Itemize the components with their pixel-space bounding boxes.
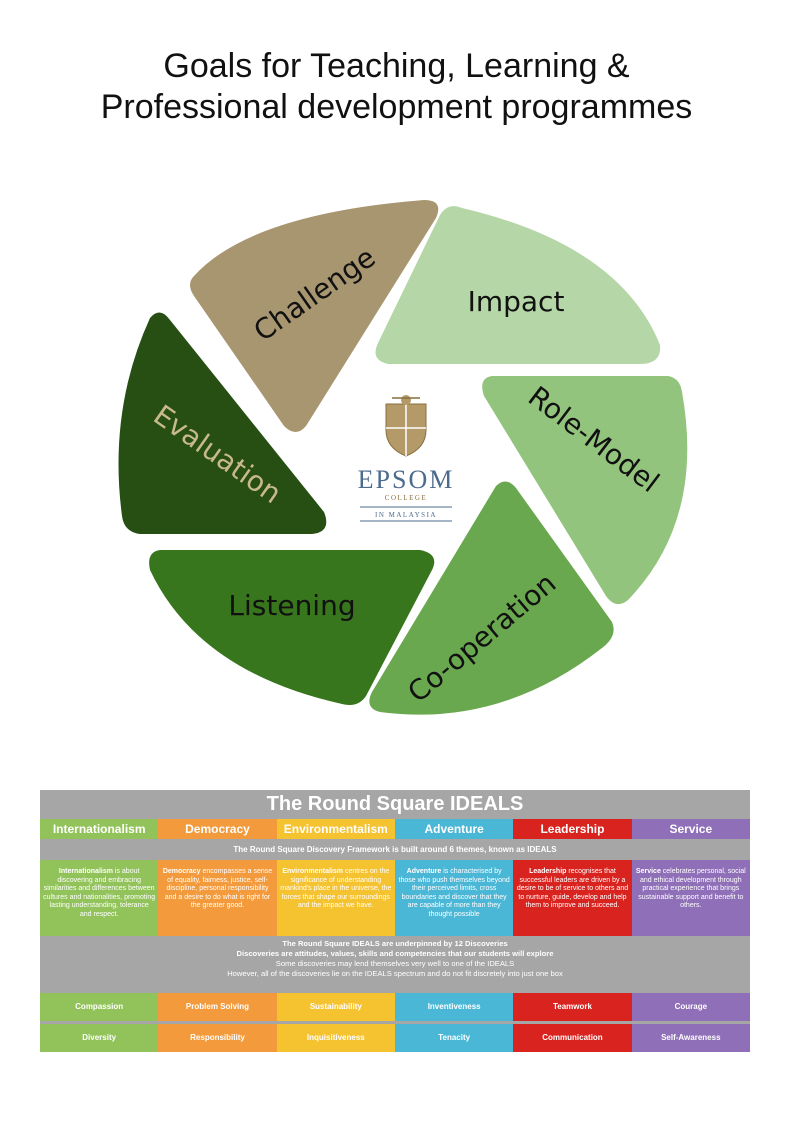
discovery-compassion: Compassion	[40, 993, 159, 1021]
segment-role-model	[482, 376, 688, 605]
discovery-inventiveness: Inventiveness	[394, 993, 514, 1021]
goals-wheel: Impact Role-Model Co-operation Listening…	[118, 200, 688, 715]
logo-country: IN MALAYSIA	[375, 511, 437, 519]
discoveries-line-2: Discoveries are attitudes, values, skill…	[236, 949, 554, 958]
desc-adventure: Adventure is characterised by those who …	[394, 860, 514, 936]
discoveries-line-4: However, all of the discoveries lie on t…	[227, 969, 563, 978]
discoveries-row-1: Compassion Problem Solving Sustainabilit…	[40, 993, 750, 1021]
desc-service: Service celebrates personal, social and …	[631, 860, 750, 936]
discovery-diversity: Diversity	[40, 1024, 159, 1052]
descriptions-row: Internationalism is about discovering an…	[40, 860, 750, 936]
discovery-communication: Communication	[513, 1024, 632, 1052]
desc-internationalism: Internationalism is about discovering an…	[40, 860, 159, 936]
desc-environmentalism: Environmentalism centres on the signific…	[276, 860, 395, 936]
discoveries-note: The Round Square IDEALS are underpinned …	[40, 939, 750, 989]
desc-leadership: Leadership recognises that successful le…	[513, 860, 632, 936]
discovery-responsibility: Responsibility	[158, 1024, 277, 1052]
logo-sub: COLLEGE	[385, 494, 427, 502]
framework-note: The Round Square Discovery Framework is …	[233, 845, 557, 854]
round-square-ideals-table: The Round Square IDEALS Internationalism…	[40, 790, 750, 1052]
segment-evaluation	[118, 312, 327, 534]
segment-impact	[375, 206, 661, 364]
theme-leadership: Leadership	[513, 819, 632, 839]
page-title: Goals for Teaching, Learning & Professio…	[0, 46, 793, 128]
segment-challenge	[190, 200, 439, 432]
discoveries-line-1: The Round Square IDEALS are underpinned …	[282, 939, 508, 948]
discoveries-row-2: Diversity Responsibility Inquisitiveness…	[40, 1024, 750, 1052]
discovery-tenacity: Tenacity	[394, 1024, 514, 1052]
theme-adventure: Adventure	[394, 819, 514, 839]
discovery-inquisitiveness: Inquisitiveness	[276, 1024, 395, 1052]
discoveries-line-3: Some discoveries may lend themselves ver…	[275, 959, 515, 968]
theme-internationalism: Internationalism	[40, 819, 159, 839]
discovery-problem-solving: Problem Solving	[158, 993, 277, 1021]
logo-name: EPSOM	[358, 465, 455, 494]
title-line-2: Professional development programmes	[100, 88, 693, 126]
themes-row: Internationalism Democracy Environmental…	[40, 819, 750, 839]
title-line-1: Goals for Teaching, Learning &	[163, 47, 630, 85]
ideals-title: The Round Square IDEALS	[266, 793, 524, 815]
discovery-self-awareness: Self-Awareness	[631, 1024, 750, 1052]
discovery-teamwork: Teamwork	[513, 993, 632, 1021]
theme-service: Service	[631, 819, 750, 839]
epsom-crest-icon	[385, 395, 427, 457]
theme-democracy: Democracy	[158, 819, 277, 839]
theme-environmentalism: Environmentalism	[276, 819, 395, 839]
segment-listening	[149, 550, 435, 705]
label-listening: Listening	[228, 589, 355, 622]
discovery-courage: Courage	[631, 993, 750, 1021]
segment-co-operation	[369, 481, 614, 715]
discovery-sustainability: Sustainability	[276, 993, 395, 1021]
label-impact: Impact	[468, 285, 565, 318]
desc-democracy: Democracy encompasses a sense of equalit…	[158, 860, 277, 936]
